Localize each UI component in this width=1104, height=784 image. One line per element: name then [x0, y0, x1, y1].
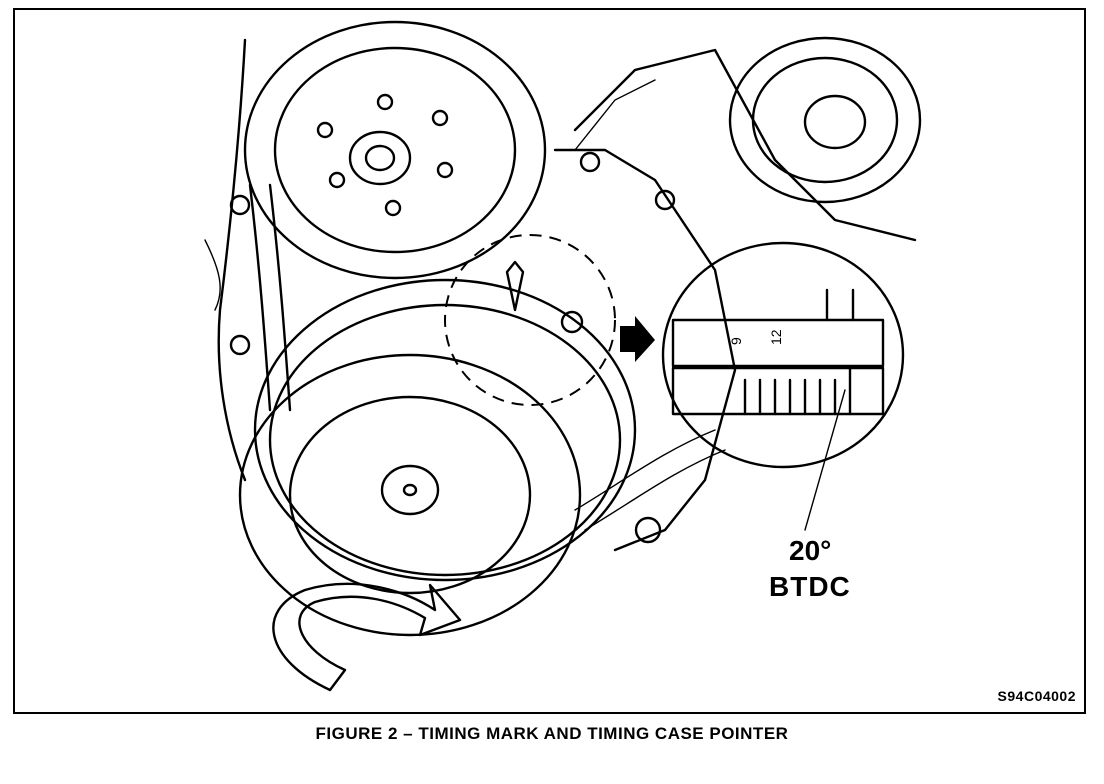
detail-arrow	[620, 316, 655, 362]
case-bolts	[229, 151, 676, 544]
detail-highlight-circle	[444, 234, 616, 406]
figure-code: S94C04002	[997, 688, 1076, 704]
engine-timing-illustration: 9 12	[204, 20, 922, 692]
timing-case-pointer	[505, 260, 525, 312]
magnified-inset: 9 12	[661, 241, 905, 531]
timing-case-outline	[217, 38, 917, 552]
figure-caption: FIGURE 2 – TIMING MARK AND TIMING CASE P…	[315, 724, 789, 743]
water-pump-pulley	[243, 20, 547, 280]
callout-leader-line	[804, 389, 846, 531]
scale-mark-12: 12	[768, 329, 784, 345]
scale-mark-9: 9	[728, 337, 744, 345]
btdc-degrees: 20°	[789, 535, 832, 566]
btdc-label: BTDC	[769, 571, 851, 602]
case-bolt	[560, 310, 584, 334]
crankshaft-pulley	[238, 278, 637, 637]
background-stroke	[574, 79, 656, 151]
rotation-direction-arrow	[272, 582, 462, 692]
idler-pulley	[728, 36, 922, 204]
timing-belt	[248, 183, 726, 531]
figure-frame: 9 12 S94C04002 20° BTDC	[13, 8, 1086, 714]
background-stroke	[204, 239, 221, 311]
